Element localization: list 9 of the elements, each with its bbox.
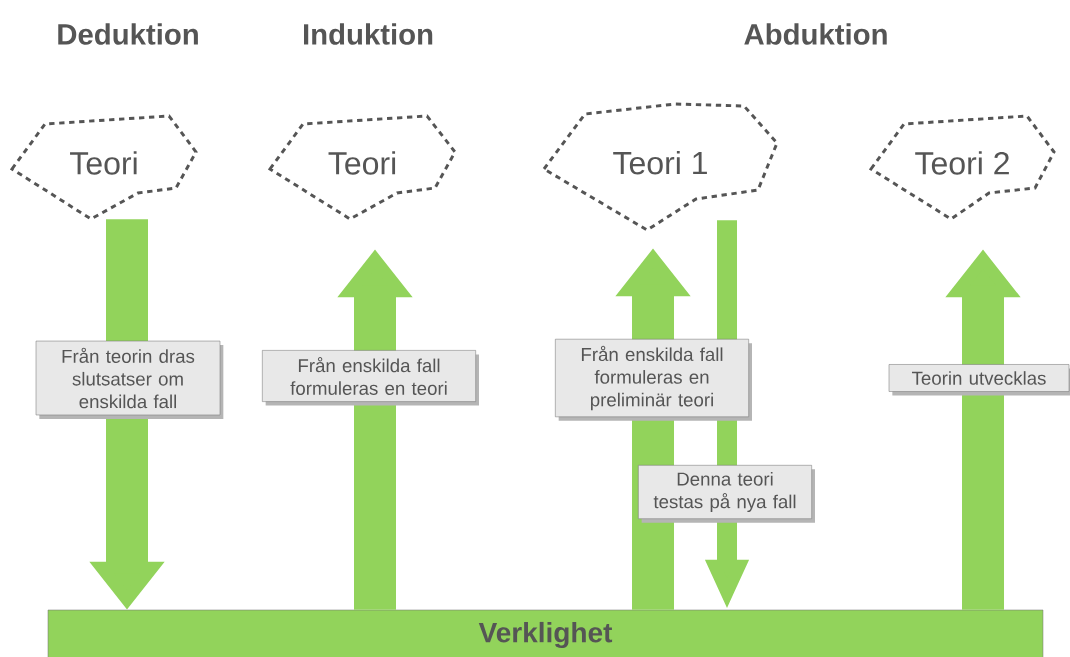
edge-label: Från enskilda fall formuleras en teori	[262, 350, 479, 406]
edge-label: Från enskilda fall formuleras en preliminär teori	[555, 338, 752, 421]
edge-label: Denna teori testas på nya fall	[638, 465, 815, 523]
edge-label: Från teorin dras slutsatser om enskilda fall	[35, 340, 224, 419]
heading: Abduktion	[744, 23, 887, 45]
reality-bar: Verklighet	[47, 609, 1044, 657]
heading: Deduktion	[58, 23, 198, 45]
heading: Induktion	[304, 23, 433, 45]
edge-label: Teorin utvecklas	[888, 364, 1070, 396]
